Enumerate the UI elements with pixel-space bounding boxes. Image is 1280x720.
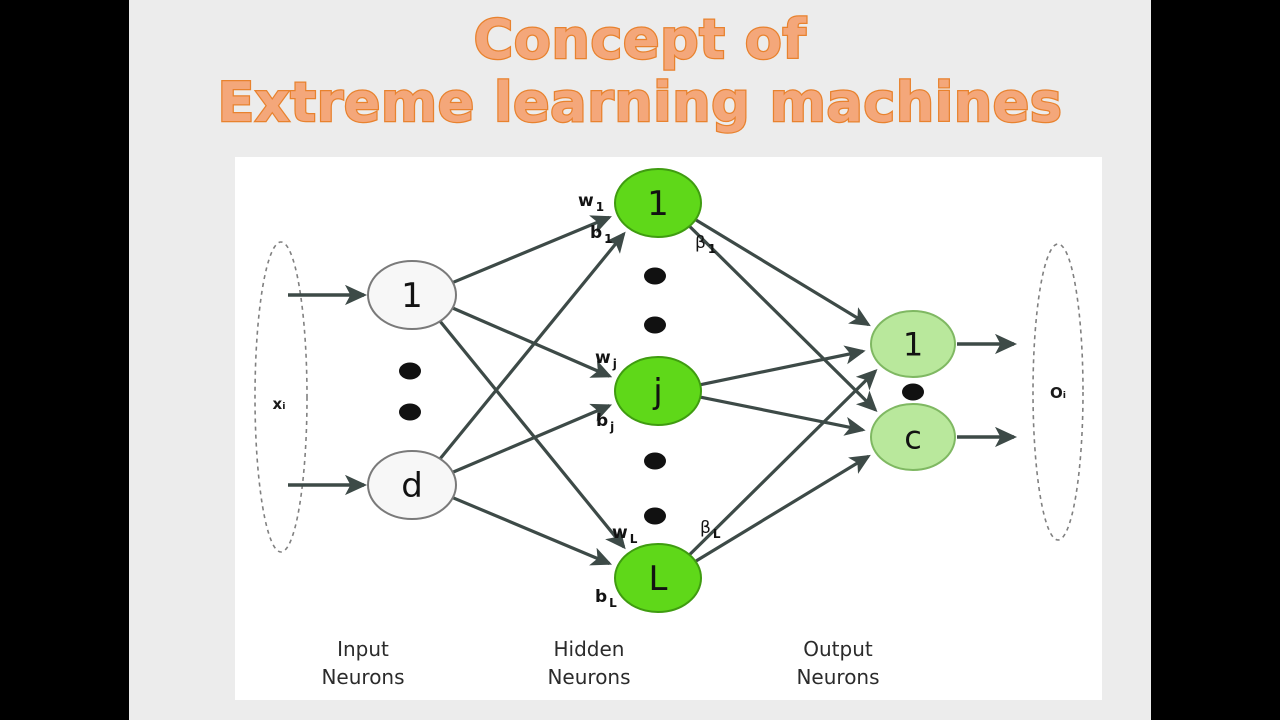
edges-hidden-to-output xyxy=(686,217,878,564)
edge-hidden2-output1 xyxy=(697,345,866,387)
caption-hidden-line-2: Neurons xyxy=(547,665,631,689)
caption-hidden-line-1: Hidden xyxy=(553,637,625,661)
weight-label-1-sub: 1 xyxy=(596,200,604,214)
page-title-line-1: Concept of xyxy=(472,7,807,73)
input-node-2[interactable]: d xyxy=(367,450,457,520)
output-node-shape-2[interactable] xyxy=(870,403,956,471)
output-arrows-group xyxy=(957,333,1018,448)
caption-output-line-2: Neurons xyxy=(796,665,880,689)
edge-input2-hidden3 xyxy=(449,494,613,566)
page-title-line-2: Extreme learning machines xyxy=(216,70,1063,136)
caption-input-line-2: Neurons xyxy=(321,665,405,689)
weight-label-6-sub: L xyxy=(609,596,617,610)
hidden-node-shape-1[interactable] xyxy=(614,168,702,238)
hidden-ellipsis-dot-1 xyxy=(644,267,666,285)
letterbox-bar-right xyxy=(1151,0,1280,720)
edge-hidden3-output2 xyxy=(692,454,871,564)
edge-input2-hidden2 xyxy=(449,403,613,475)
hidden-node-shape-2[interactable] xyxy=(614,356,702,426)
input-node-1[interactable]: 1 xyxy=(367,260,457,330)
beta-label-2-sub: L xyxy=(713,527,721,541)
hidden-node-label-2: j xyxy=(652,372,662,412)
brackets-group xyxy=(254,241,1084,553)
edge-hidden2-output2 xyxy=(697,395,866,436)
hidden-node-label-3: L xyxy=(649,559,668,599)
hidden-node-2[interactable]: j xyxy=(614,356,702,426)
hidden-ellipsis-dot-4 xyxy=(644,507,666,525)
caption-hidden-neurons: Hidden Neurons xyxy=(499,635,679,691)
caption-input-line-1: Input xyxy=(337,637,389,661)
hidden-node-1[interactable]: 1 xyxy=(614,168,702,238)
output-bracket-label: Oᵢ xyxy=(1050,384,1066,402)
edge-hidden1-output2 xyxy=(686,223,878,412)
hidden-node-shape-3[interactable] xyxy=(614,543,702,613)
edge-input2-hidden1 xyxy=(437,231,626,462)
output-node-label-2: c xyxy=(904,419,922,457)
edge-input1-hidden2 xyxy=(449,305,613,378)
input-bracket-ellipse xyxy=(254,241,308,553)
input-node-shape-2[interactable] xyxy=(367,450,457,520)
edges-input-to-hidden xyxy=(437,215,626,566)
output-node-label-1: 1 xyxy=(903,326,923,364)
output-node-2[interactable]: c xyxy=(870,403,956,471)
page-title: Concept of Extreme learning machines xyxy=(129,7,1151,136)
input-ellipsis-dot-1 xyxy=(399,362,421,380)
caption-output-line-1: Output xyxy=(803,637,873,661)
hidden-node-3[interactable]: L xyxy=(614,543,702,613)
caption-input-neurons: Input Neurons xyxy=(273,635,453,691)
letterbox-bar-left xyxy=(0,0,129,720)
output-ellipsis-dot-1 xyxy=(902,383,924,401)
edge-input1-hidden1 xyxy=(449,215,612,286)
input-ellipsis-dot-2 xyxy=(399,403,421,421)
hidden-node-label-1: 1 xyxy=(647,184,669,224)
weight-label-4-sub: j xyxy=(609,420,614,434)
output-node-1[interactable]: 1 xyxy=(870,310,956,378)
input-node-label-1: 1 xyxy=(401,276,423,316)
weight-label-5-sub: L xyxy=(630,532,638,546)
caption-output-neurons: Output Neurons xyxy=(748,635,928,691)
hidden-ellipsis-dot-2 xyxy=(644,316,666,334)
output-node-shape-1[interactable] xyxy=(870,310,956,378)
edge-hidden3-output1 xyxy=(686,369,878,558)
input-bracket-label: xᵢ xyxy=(273,395,286,413)
beta-label-1-sub: 1 xyxy=(708,242,716,256)
edge-input1-hidden3 xyxy=(437,318,626,550)
output-bracket-ellipse xyxy=(1032,243,1084,541)
input-node-label-2: d xyxy=(401,466,423,506)
hidden-ellipsis-dot-3 xyxy=(644,452,666,470)
weight-label-2-sub: 1 xyxy=(604,232,612,246)
edge-hidden1-output1 xyxy=(692,217,871,327)
input-node-shape-1[interactable] xyxy=(367,260,457,330)
input-arrows-group xyxy=(288,284,368,496)
weight-label-3-sub: j xyxy=(612,357,617,371)
